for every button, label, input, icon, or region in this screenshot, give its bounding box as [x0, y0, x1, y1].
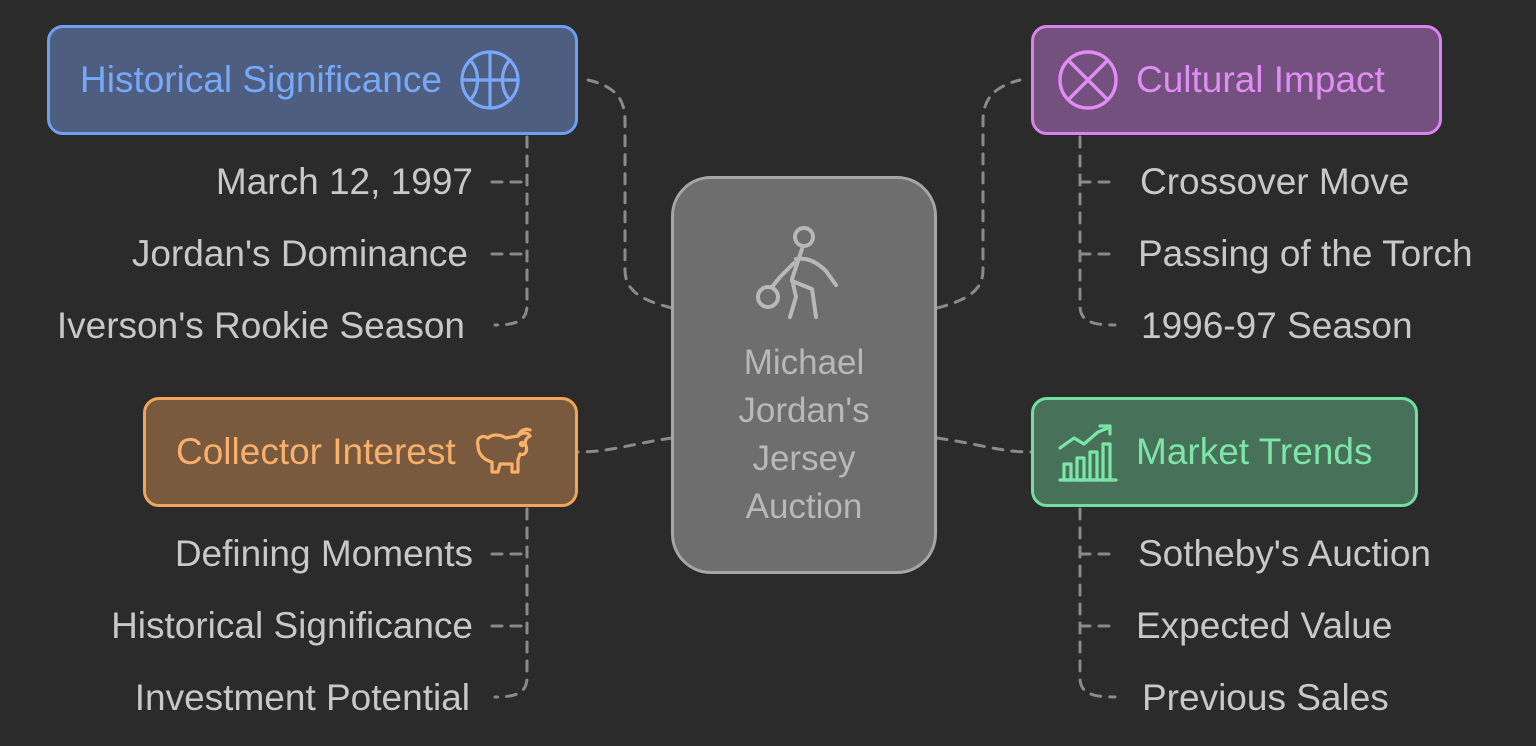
basketball-player-icon: [752, 223, 856, 327]
connector-historical-spine: [493, 135, 529, 327]
branch-historical-label: Historical Significance: [80, 59, 442, 100]
center-title: Michael Jordan's Jersey Auction: [738, 343, 870, 526]
list-item-market-2: Expected Value: [1136, 605, 1393, 646]
list-item-market-3: Previous Sales: [1142, 677, 1389, 718]
basketball-icon: [458, 48, 522, 112]
branch-historical-significance[interactable]: Historical Significance: [47, 25, 578, 135]
connector-collector-spine: [493, 507, 529, 699]
connector-center-historical: [586, 78, 674, 310]
branch-collector-label: Collector Interest: [176, 431, 456, 472]
circle-x-icon: [1056, 48, 1120, 112]
branch-cultural-label: Cultural Impact: [1136, 59, 1385, 100]
list-item-market-1: Sotheby's Auction: [1138, 533, 1431, 574]
list-item-cultural-3: 1996-97 Season: [1141, 305, 1413, 346]
center-node[interactable]: Michael Jordan's Jersey Auction: [671, 176, 937, 574]
connector-cultural-spine: [1078, 135, 1117, 327]
connector-center-market: [935, 436, 1033, 454]
list-item-collector-2: Historical Significance: [111, 605, 473, 646]
connector-market-spine: [1078, 507, 1117, 699]
connector-center-collector: [576, 436, 674, 454]
connector-center-cultural: [935, 78, 1022, 310]
branch-collector-interest[interactable]: Collector Interest: [143, 397, 578, 507]
list-item-historical-2: Jordan's Dominance: [131, 233, 468, 274]
list-item-collector-1: Defining Moments: [174, 533, 473, 574]
list-item-historical-1: March 12, 1997: [215, 161, 473, 202]
bull-icon: [472, 420, 536, 484]
list-item-historical-3: Iverson's Rookie Season: [56, 305, 465, 346]
list-item-cultural-1: Crossover Move: [1140, 161, 1410, 202]
branch-cultural-impact[interactable]: Cultural Impact: [1031, 25, 1442, 135]
list-item-collector-3: Investment Potential: [134, 677, 470, 718]
branch-market-label: Market Trends: [1136, 431, 1373, 472]
branch-market-trends[interactable]: Market Trends: [1031, 397, 1418, 507]
chart-trend-icon: [1056, 420, 1120, 484]
list-item-cultural-2: Passing of the Torch: [1138, 233, 1473, 274]
